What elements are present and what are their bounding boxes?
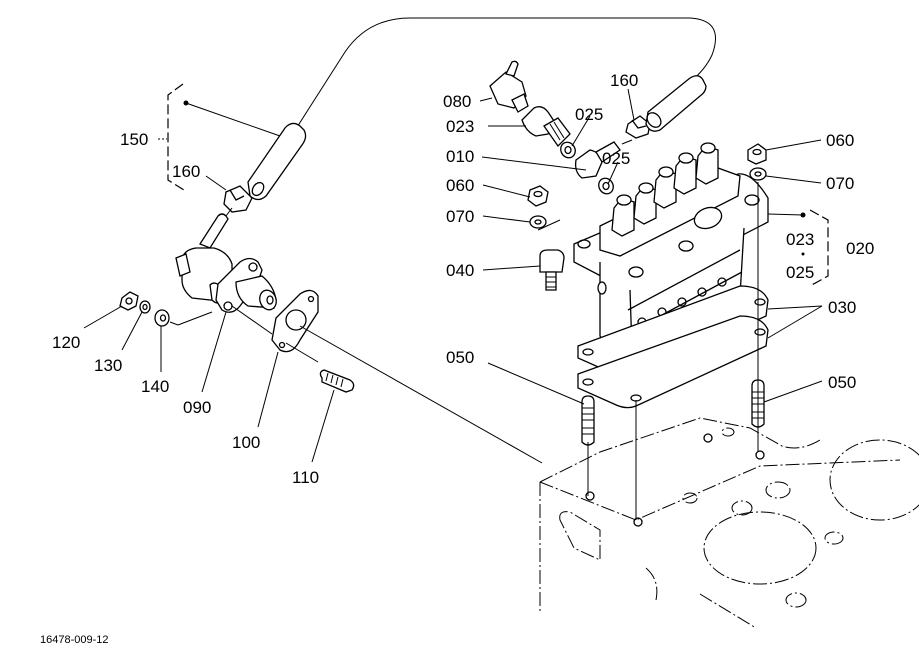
nut-060-left	[527, 185, 549, 207]
callout-025-b: 025	[602, 149, 630, 168]
callout-025-group: 025	[786, 263, 814, 282]
callout-100: 100	[232, 433, 260, 452]
callout-010: 010	[446, 147, 474, 166]
hose-clip-160-left	[205, 175, 253, 213]
callout-130: 130	[94, 356, 122, 375]
callout-160-left: 160	[172, 162, 200, 181]
callout-020: 020	[846, 239, 874, 258]
callout-140: 140	[141, 377, 169, 396]
callout-023: 023	[446, 117, 474, 136]
nut-060-right	[747, 143, 767, 165]
hose-160-top	[645, 75, 707, 132]
callout-110: 110	[292, 468, 319, 487]
callout-050-left: 050	[446, 348, 474, 367]
callout-025-a: 025	[575, 105, 603, 124]
callout-150: 150	[120, 130, 148, 149]
feed-pump-090	[175, 247, 277, 313]
callout-040: 040	[446, 261, 474, 280]
delivery-valve	[653, 166, 677, 209]
callout-050-right: 050	[828, 373, 856, 392]
leader-lines	[83, 88, 823, 463]
injection-pump-020	[573, 142, 769, 351]
banjo-bolt-010	[574, 139, 633, 179]
fitting-023	[521, 106, 571, 148]
gasket-030-lower	[577, 315, 769, 409]
delivery-valve	[611, 194, 635, 237]
washer-025-b	[598, 177, 614, 195]
delivery-valve	[673, 152, 697, 195]
stud-110	[319, 369, 355, 393]
callout-160-top: 160	[610, 71, 638, 90]
fuel-hose-loop	[261, 17, 716, 183]
stud-050-left	[581, 395, 595, 446]
lock-washer-130	[139, 300, 151, 314]
hose-150	[247, 122, 307, 201]
washer-140	[154, 309, 170, 327]
callout-030: 030	[828, 298, 856, 317]
lock-washer-070-right	[749, 167, 767, 181]
gasket-100	[271, 289, 319, 353]
drawing-code: 16478-009-12	[40, 634, 109, 646]
delivery-valve	[695, 142, 719, 185]
group-bracket-020	[767, 209, 829, 287]
callout-080: 080	[443, 92, 471, 111]
callout-070-right: 070	[826, 174, 854, 193]
callout-023-group: 023	[786, 230, 814, 249]
callout-060-right: 060	[826, 131, 854, 150]
bolt-040	[539, 249, 565, 291]
feed-pipe	[199, 207, 233, 249]
callout-070-left: 070	[446, 207, 474, 226]
delivery-valve	[633, 182, 657, 225]
washer-025-a	[560, 141, 576, 159]
group-bracket-150	[158, 83, 281, 191]
elbow-fitting-080	[489, 60, 529, 113]
callout-120: 120	[52, 333, 80, 352]
nut-120	[119, 291, 139, 311]
callout-090: 090	[183, 398, 211, 417]
engine-block	[539, 417, 919, 629]
lock-washer-070-left	[529, 215, 547, 229]
hose-clip-160-top	[625, 115, 651, 139]
callout-060-left: 060	[446, 176, 474, 195]
